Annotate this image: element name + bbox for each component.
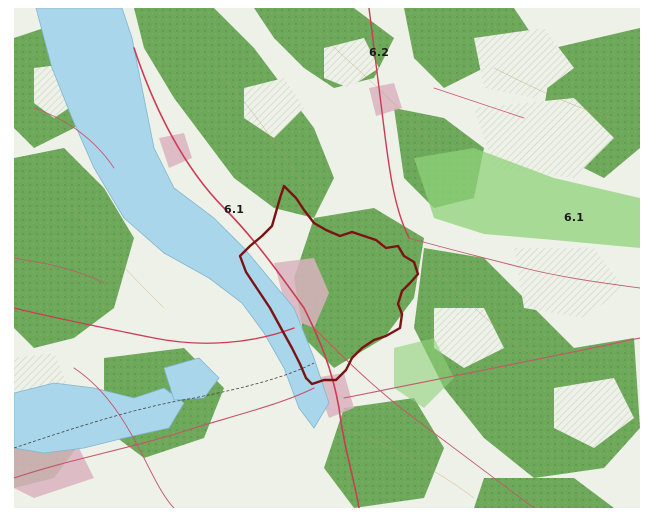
municipality-boundary bbox=[238, 184, 420, 386]
zone-label-6-2-north: 6.2 bbox=[369, 46, 390, 59]
map-frame: 6.1 6.2 6.1 bbox=[14, 8, 640, 508]
lake-main bbox=[35, 8, 330, 429]
protected-area-band bbox=[414, 148, 640, 248]
open-land-hatched bbox=[14, 28, 634, 448]
elevation-contours bbox=[73, 27, 615, 499]
zone-label-6-1-east: 6.1 bbox=[564, 211, 585, 224]
lake-small bbox=[163, 357, 220, 401]
zone-label-6-1-west: 6.1 bbox=[224, 203, 245, 216]
road-network bbox=[14, 8, 640, 508]
lake-southwest bbox=[14, 382, 185, 454]
topographic-map bbox=[14, 8, 640, 508]
protected-area-patch bbox=[394, 338, 454, 408]
railway-line bbox=[14, 362, 315, 449]
